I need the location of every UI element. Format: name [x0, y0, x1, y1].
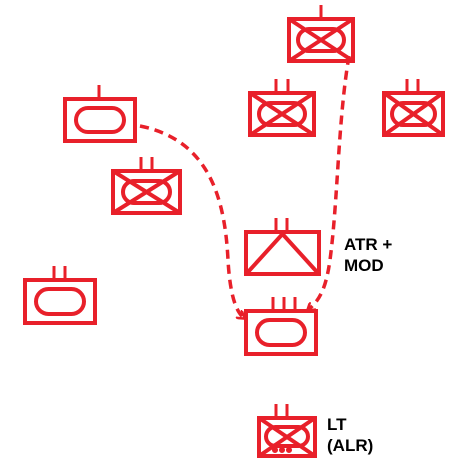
lt-alr-label: LT (ALR) [327, 414, 373, 456]
armored-platoon-left-icon [111, 157, 182, 215]
movement-arrow-left [139, 124, 244, 318]
armor-platoon-left-icon [63, 85, 137, 143]
movement-arrow-right [308, 55, 351, 310]
armored-platoon-far-right-icon [382, 79, 445, 137]
armored-platoon-upper-middle-icon [248, 79, 316, 137]
armored-platoon-top-right-icon [287, 5, 355, 63]
atr-mod-label: ATR + MOD [344, 234, 392, 276]
armor-platoon-far-left-icon [23, 266, 97, 325]
lt-alr-label-line1: LT [327, 415, 347, 434]
lt-alr-label-line2: (ALR) [327, 436, 374, 455]
atr-mod-label-line2: MOD [344, 256, 384, 275]
armor-platoon-assembly-icon [244, 297, 318, 356]
antitank-platoon-icon [244, 218, 321, 276]
light-armored-recon-platoon-icon [257, 404, 317, 458]
atr-mod-label-line1: ATR + [344, 235, 393, 254]
